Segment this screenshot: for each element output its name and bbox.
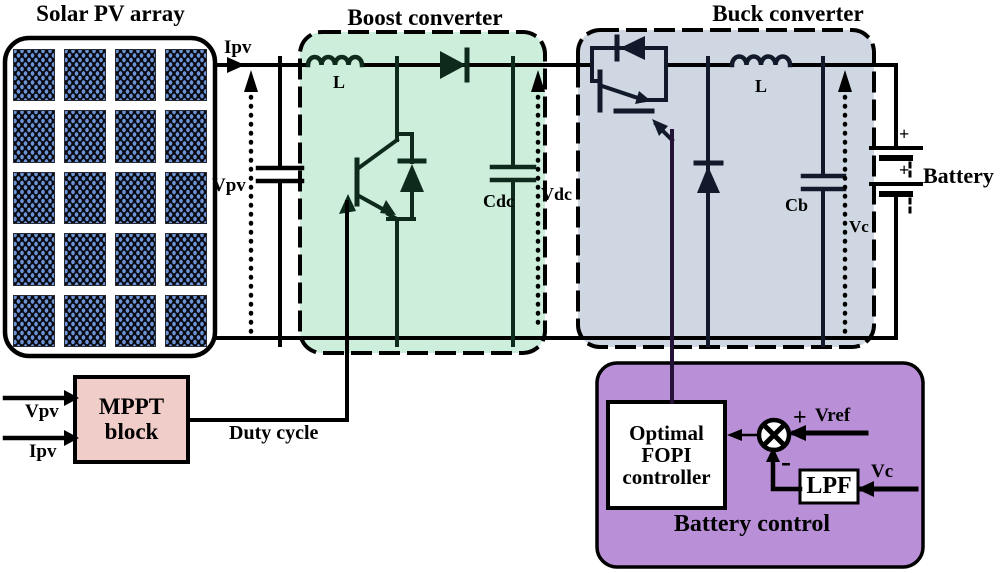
pv-panel (165, 49, 207, 102)
pv-panel (63, 294, 106, 347)
mppt-wiring (2, 200, 349, 446)
vc-probe (838, 70, 852, 335)
battery-symbol (869, 146, 923, 216)
buck-switch-diode (620, 36, 645, 60)
lpf-box (798, 468, 860, 505)
buck-inductor-label: L (755, 76, 768, 96)
pv-panel (165, 171, 207, 225)
fopi-controller-label: Optimal FOPI controller (608, 402, 725, 508)
boost-converter-box (298, 30, 547, 355)
pv-panel (63, 233, 106, 286)
pv-panel-grid (13, 49, 207, 347)
pv-panel (114, 49, 157, 102)
pv-panel (63, 110, 106, 163)
battery-control-title: Battery control (673, 511, 831, 537)
pv-panel (13, 49, 55, 102)
vc-bus-label: Vc (849, 217, 869, 236)
vc-feedback-label: Vc (871, 461, 894, 482)
pv-panel (13, 171, 55, 225)
boost-diode (440, 51, 466, 79)
pv-panel (13, 294, 55, 347)
pv-panel (165, 110, 207, 163)
boost-inductor-label: L (333, 72, 346, 92)
vdc-probe (531, 70, 545, 333)
buck-diode (697, 166, 720, 193)
pv-panel (63, 171, 106, 225)
pv-panel (114, 171, 157, 225)
boost-internals (305, 47, 537, 347)
mppt-block-box (73, 375, 190, 464)
vdc-label: Vdc (541, 184, 572, 204)
control-loop (727, 417, 919, 497)
mppt-vpv-input-label: Vpv (25, 401, 59, 422)
pv-panel (13, 233, 55, 286)
mppt-line2: block (104, 418, 159, 444)
boost-capacitor-label: Cdc (483, 191, 514, 211)
battery-plus-bottom: + (899, 160, 910, 180)
boost-title: Boost converter (347, 5, 503, 30)
sum-plus-sign: + (793, 405, 807, 431)
pv-panel (165, 233, 207, 286)
vpv-probe (244, 70, 258, 336)
solar-pv-array-box (2, 35, 218, 359)
buck-title: Buck converter (712, 1, 864, 26)
battery-plus-top: + (899, 124, 910, 144)
vpv-bus-label: Vpv (212, 175, 246, 196)
battery-label: Battery (923, 163, 994, 188)
ipv-bus-label: Ipv (224, 37, 252, 58)
pv-panel (13, 110, 55, 163)
fopi-controller-box (606, 400, 727, 510)
mppt-ipv-input-label: Ipv (29, 441, 57, 462)
fopi-line1: Optimal (629, 420, 704, 445)
fopi-line3: controller (622, 465, 711, 490)
pv-panel (63, 49, 106, 102)
mppt-block-label: MPPT block (75, 377, 188, 462)
solar-array-title: Solar PV array (36, 1, 185, 26)
input-capacitor (255, 56, 305, 347)
pv-panel (114, 110, 157, 163)
boost-inductor (305, 54, 365, 68)
pv-panel (165, 294, 207, 347)
buck-inductor (729, 54, 793, 68)
ipv-arrow (227, 57, 245, 73)
buck-gate-arrow (652, 119, 668, 136)
buck-internals (590, 34, 847, 347)
pv-panel (114, 294, 157, 347)
mppt-line1: MPPT (98, 394, 165, 420)
buck-capacitor-label: Cb (785, 195, 809, 215)
fopi-line2: FOPI (641, 442, 692, 467)
duty-cycle-label: Duty cycle (229, 422, 319, 444)
vref-label: Vref (815, 405, 851, 426)
sum-minus-sign: - (781, 445, 791, 478)
pv-panel (114, 233, 157, 286)
lpf-label: LPF (806, 472, 852, 499)
